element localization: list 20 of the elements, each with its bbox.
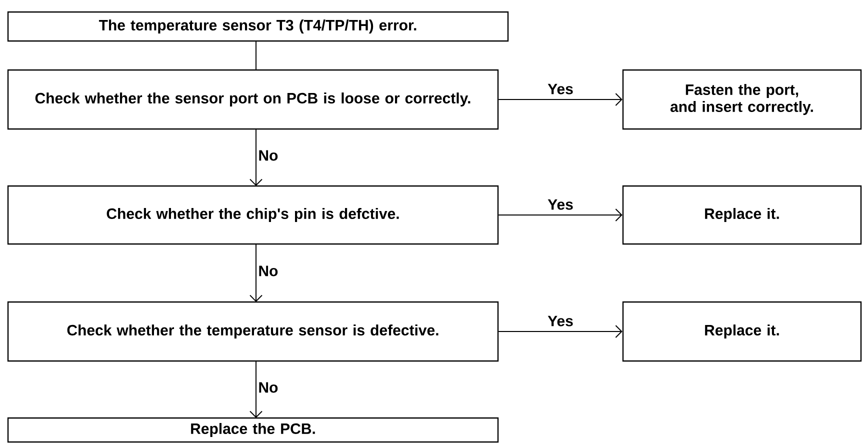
edge-label: No <box>259 266 278 276</box>
action-box: Fasten the port, and insert correctly. <box>622 69 862 130</box>
action-box: Replace it. <box>622 185 862 245</box>
arrow <box>498 208 622 222</box>
edge-label: Yes <box>548 84 573 94</box>
arrow <box>498 324 622 338</box>
arrow <box>250 128 262 186</box>
edge-label: Yes <box>548 316 573 326</box>
arrow <box>498 93 622 106</box>
action-box: Replace the PCB. <box>7 417 499 443</box>
arrow <box>250 360 262 418</box>
arrow <box>250 244 262 302</box>
action-box: Replace it. <box>622 301 862 362</box>
edge-label: No <box>259 150 278 161</box>
edge-label: No <box>259 382 278 393</box>
title-box: The temperature sensor T3 (T4/TP/TH) error. <box>7 11 509 42</box>
process-box: Check whether the temperature sensor is defective. <box>7 301 499 362</box>
process-box: Check whether the chip's pin is defctive. <box>7 185 499 245</box>
process-box: Check whether the sensor port on PCB is loose or correctly. <box>7 69 499 130</box>
edge-label: Yes <box>548 199 573 210</box>
